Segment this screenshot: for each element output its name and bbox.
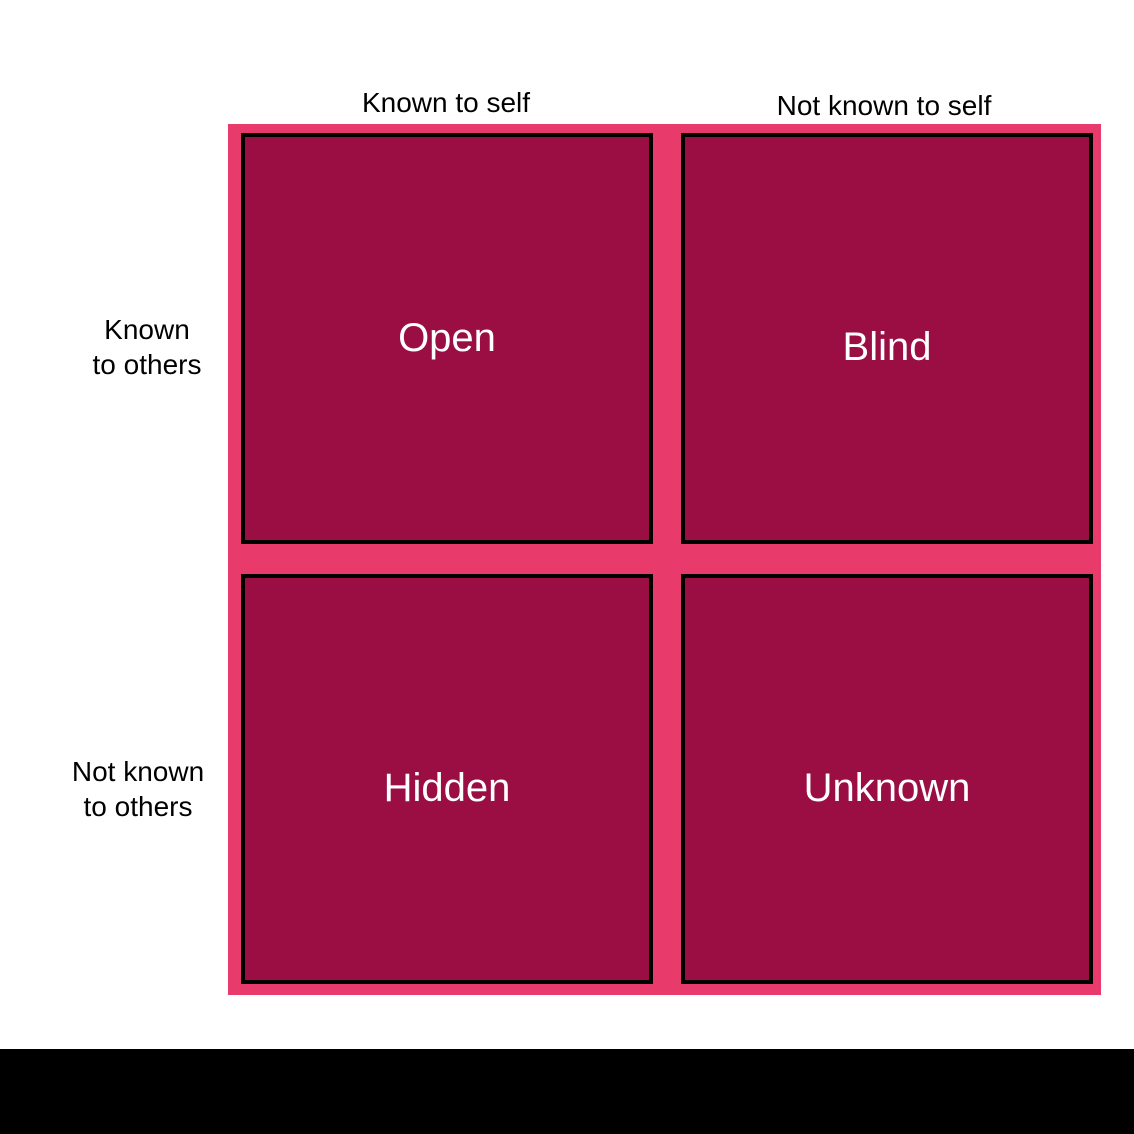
quadrant-hidden-label: Hidden xyxy=(383,765,511,810)
column-label-known-to-self: Known to self xyxy=(361,87,531,118)
row-label-known-to-others: Known to others xyxy=(92,314,202,380)
quadrant-open: Open xyxy=(241,133,653,544)
column-label-not-known-to-self: Not known to self xyxy=(776,90,992,121)
johari-window-grid: Open Blind Hidden Unknown xyxy=(228,124,1101,995)
row-label-not-known-to-others: Not known to others xyxy=(71,756,205,822)
bottom-black-bar xyxy=(0,1049,1134,1134)
quadrant-blind-label: Blind xyxy=(842,325,932,370)
quadrant-open-label: Open xyxy=(398,316,496,361)
quadrant-hidden: Hidden xyxy=(241,573,653,984)
quadrant-unknown-label: Unknown xyxy=(803,765,971,810)
quadrant-blind: Blind xyxy=(681,133,1093,544)
quadrant-unknown: Unknown xyxy=(681,573,1093,984)
